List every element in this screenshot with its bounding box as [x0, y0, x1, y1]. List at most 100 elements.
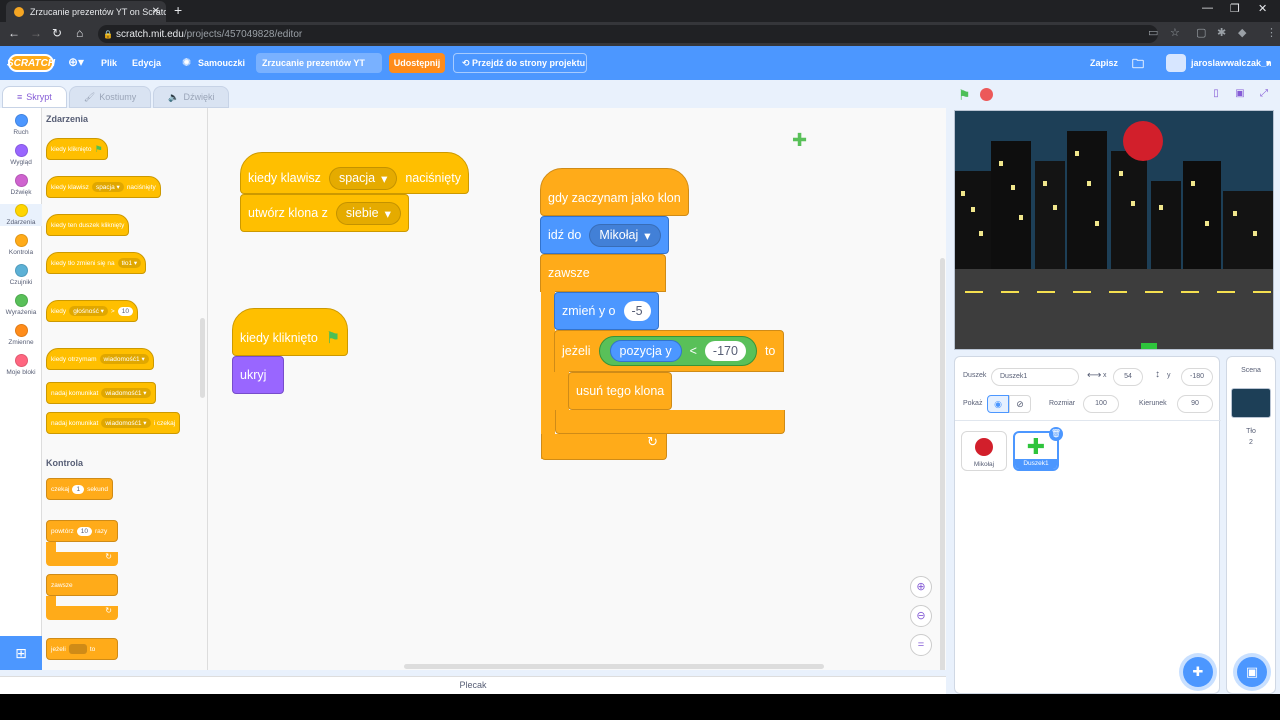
- username[interactable]: jaroslawwalczak_n: [1191, 58, 1272, 68]
- reload-icon[interactable]: ↻: [52, 26, 63, 40]
- block-delete-clone[interactable]: usuń tego klona: [568, 372, 673, 410]
- large-stage-icon[interactable]: ▣: [1235, 88, 1245, 99]
- block-when-flag-clicked[interactable]: kiedy kliknięto ⚑: [232, 308, 349, 356]
- sprite-name-input[interactable]: Duszek1: [991, 368, 1079, 386]
- palette-repeat-value[interactable]: 10: [76, 526, 92, 536]
- palette-block-forever[interactable]: zawsze: [46, 574, 118, 596]
- category-motion[interactable]: Ruch: [0, 114, 42, 136]
- browser-tab[interactable]: Zrzucanie prezentów YT on Scratch ✕: [6, 1, 166, 22]
- palette-broadcast-dropdown[interactable]: wiadomość1 ▾: [101, 388, 151, 398]
- palette-block-when-sprite-clicked[interactable]: kiedy ten duszek kliknięty: [46, 214, 130, 236]
- tab-costumes[interactable]: 🖌Kostiumy: [68, 86, 152, 108]
- url-field[interactable]: 🔒 scratch.mit.edu/projects/457049828/edi…: [98, 25, 1158, 43]
- stage[interactable]: [954, 110, 1274, 350]
- bookmark-star-icon[interactable]: ☆: [1170, 27, 1180, 39]
- globe-icon[interactable]: ⊕▾: [68, 55, 85, 69]
- restore-icon[interactable]: ❐: [1230, 3, 1240, 15]
- small-stage-icon[interactable]: ▯: [1213, 88, 1219, 99]
- category-sound[interactable]: Dźwięk: [0, 174, 42, 196]
- close-window-icon[interactable]: ✕: [1258, 3, 1268, 15]
- palette-receive-dropdown[interactable]: wiadomość1 ▾: [99, 354, 149, 364]
- palette-when-backdrop-dropdown[interactable]: tło1 ▾: [117, 258, 142, 268]
- show-sprite-button[interactable]: ◉: [987, 395, 1009, 413]
- fullscreen-icon[interactable]: ⤢: [1260, 88, 1268, 99]
- account-chevron-down-icon[interactable]: ▾: [1266, 58, 1271, 68]
- back-icon[interactable]: ←: [8, 26, 20, 40]
- browser-menu-icon[interactable]: ⋮: [1266, 27, 1277, 39]
- delete-sprite-button[interactable]: 🗑: [1049, 427, 1063, 441]
- clone-target-dropdown[interactable]: siebie▾: [335, 201, 401, 225]
- x-input[interactable]: 54: [1113, 368, 1143, 386]
- save-button[interactable]: Zapisz: [1090, 58, 1119, 68]
- palette-block-when-flag[interactable]: kiedy kliknięto⚑: [46, 138, 108, 160]
- block-go-to[interactable]: idź do Mikołaj▾: [540, 216, 669, 254]
- block-when-start-as-clone[interactable]: gdy zaczynam jako klon: [540, 168, 689, 216]
- stop-button[interactable]: [980, 88, 993, 101]
- sprite-thumb-duszek1[interactable]: ✚ Duszek1 🗑: [1013, 427, 1063, 471]
- backdrop-thumb[interactable]: [1231, 388, 1271, 418]
- category-sensing[interactable]: Czujniki: [0, 264, 42, 286]
- share-button[interactable]: Udostępnij: [389, 53, 445, 73]
- code-vertical-scrollbar[interactable]: [940, 258, 945, 670]
- menu-tutorials[interactable]: Samouczki: [198, 58, 246, 68]
- palette-loudness-dropdown[interactable]: głośność ▾: [69, 306, 108, 316]
- zoom-in-button[interactable]: ⊕: [910, 576, 932, 598]
- santa-sprite[interactable]: [1123, 121, 1163, 161]
- zoom-reset-button[interactable]: =: [910, 634, 932, 656]
- tab-code[interactable]: ≡Skrypt: [2, 86, 67, 108]
- hide-sprite-button[interactable]: ⊘: [1009, 395, 1031, 413]
- category-variables[interactable]: Zmienne: [0, 324, 42, 346]
- backpack[interactable]: Plecak: [0, 676, 946, 694]
- tab-sounds[interactable]: 🔈Dźwięki: [153, 86, 230, 108]
- avatar[interactable]: [1166, 54, 1186, 72]
- block-when-key-pressed[interactable]: kiedy klawisz spacja▾ naciśnięty: [240, 152, 469, 194]
- scratch-logo[interactable]: SCRATCH: [7, 54, 55, 72]
- add-extension-button[interactable]: ⊞: [0, 636, 42, 670]
- add-backdrop-button[interactable]: ▣: [1237, 657, 1267, 687]
- operator-less-than[interactable]: pozycja y < -170: [598, 336, 757, 366]
- new-tab-icon[interactable]: +: [174, 2, 183, 18]
- category-events[interactable]: Zdarzenia: [0, 204, 42, 226]
- block-if[interactable]: jeżeli pozycja y < -170 to: [554, 330, 784, 372]
- goto-project-button[interactable]: ⟲ Przejdź do strony projektu: [453, 53, 587, 73]
- extension-icon[interactable]: ▢: [1196, 27, 1207, 39]
- minimize-icon[interactable]: —: [1202, 2, 1213, 14]
- project-title-input[interactable]: Zrzucanie prezentów YT: [256, 53, 382, 73]
- code-horizontal-scrollbar[interactable]: [404, 664, 824, 669]
- zoom-out-button[interactable]: ⊖: [910, 605, 932, 627]
- palette-broadcast-wait-dropdown[interactable]: wiadomość1 ▾: [101, 418, 151, 428]
- block-create-clone[interactable]: utwórz klona z siebie▾: [240, 194, 409, 232]
- category-my-blocks[interactable]: Moje bloki: [0, 354, 42, 376]
- direction-input[interactable]: 90: [1177, 395, 1213, 413]
- close-tab-icon[interactable]: ✕: [151, 6, 160, 17]
- y-position-reporter[interactable]: pozycja y: [609, 340, 682, 362]
- block-change-y[interactable]: zmień y o -5: [554, 292, 659, 330]
- palette-scrollbar[interactable]: [200, 318, 205, 398]
- category-control[interactable]: Kontrola: [0, 234, 42, 256]
- block-hide[interactable]: ukryj: [232, 356, 284, 394]
- add-sprite-button[interactable]: ✚: [1183, 657, 1213, 687]
- sprite-thumb-mikolaj[interactable]: Mikołaj: [961, 431, 1007, 471]
- menu-edit[interactable]: Edycja: [132, 58, 162, 68]
- green-flag-button[interactable]: ⚑: [958, 87, 971, 103]
- palette-loudness-value[interactable]: 10: [117, 306, 133, 316]
- block-forever[interactable]: zawsze: [540, 254, 666, 292]
- menu-file[interactable]: Plik: [101, 58, 118, 68]
- home-icon[interactable]: ⌂: [76, 26, 84, 40]
- category-looks[interactable]: Wygląd: [0, 144, 42, 166]
- folder-icon[interactable]: 🗀: [1132, 57, 1145, 71]
- go-to-dropdown[interactable]: Mikołaj▾: [589, 223, 661, 247]
- less-than-value[interactable]: -170: [704, 341, 746, 361]
- cast-icon[interactable]: ▭: [1148, 27, 1159, 39]
- present-sprite[interactable]: [1141, 343, 1157, 349]
- palette-if-condition-slot[interactable]: [68, 644, 87, 654]
- extension2-icon[interactable]: ◆: [1238, 27, 1247, 39]
